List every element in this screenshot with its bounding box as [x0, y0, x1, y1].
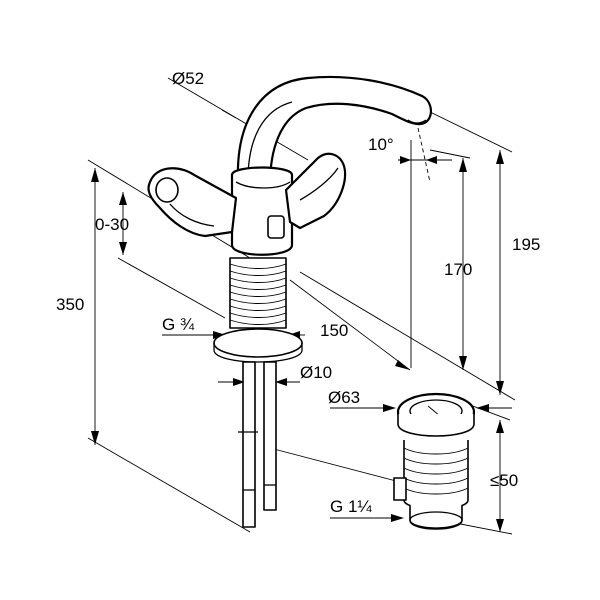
- h195-arrow-bottom: [496, 381, 504, 395]
- range-arrow-bottom: [119, 242, 127, 255]
- h170-arrow-top: [459, 158, 467, 172]
- waste-linkage-port: [393, 477, 407, 501]
- l150-arrow: [395, 360, 410, 370]
- mounting-flange: [213, 328, 303, 358]
- d52-dim-line: [221, 109, 237, 119]
- d63-left-arrow: [383, 404, 396, 412]
- base-extension-line: [299, 271, 516, 401]
- label-g114: G 1¼: [330, 497, 372, 516]
- label-h170: 170: [444, 260, 472, 279]
- label-d63: Ø63: [328, 388, 360, 407]
- label-le50: ≤50: [490, 471, 518, 490]
- right-handle: [284, 152, 347, 230]
- faucet: [147, 75, 432, 528]
- angle-ray: [417, 127, 431, 183]
- d10-left-arrow: [233, 378, 245, 386]
- h350-bottom-extension: [87, 437, 251, 533]
- label-d10: Ø10: [300, 363, 332, 382]
- label-d52: Ø52: [172, 69, 204, 88]
- flange-side: [213, 343, 303, 363]
- range-bottom-extension: [117, 257, 226, 319]
- valve-body: [230, 166, 294, 256]
- spout-outlet: [407, 119, 427, 124]
- label-h350: 350: [56, 295, 84, 314]
- angle-arrow-left: [400, 156, 411, 164]
- waste-threads: [403, 447, 469, 495]
- popup-link-line: [269, 447, 401, 483]
- outlet-extension: [429, 149, 471, 159]
- left-handle-edge: [169, 203, 215, 227]
- label-l150: 150: [320, 321, 348, 340]
- label-h195: 195: [512, 235, 540, 254]
- waste-tail-opening: [409, 511, 463, 529]
- l150-dim-line: [289, 279, 411, 371]
- range-arrow-top: [119, 192, 127, 205]
- left-handle-cap: [155, 177, 179, 203]
- d52-extension-line: [167, 77, 309, 161]
- d63-right-arrow: [476, 404, 489, 412]
- supply-tube-right: [263, 361, 277, 511]
- left-handle: [147, 167, 238, 238]
- h350-arrow-top: [91, 168, 99, 182]
- waste-flange-rim: [397, 414, 475, 437]
- h170-arrow-bottom: [459, 356, 467, 370]
- shank-threads: [229, 263, 287, 325]
- label-g34: G ¾: [162, 315, 195, 334]
- angle-arrow-right: [426, 156, 437, 164]
- g114-arrow: [391, 514, 404, 522]
- g34-arrow: [213, 331, 226, 339]
- popup-waste: [393, 392, 476, 530]
- threaded-shank: [229, 257, 287, 329]
- body-ring: [235, 181, 291, 189]
- supply-tube-left: [242, 361, 256, 528]
- d10-right-arrow: [275, 378, 287, 386]
- le50-arrow-bottom: [496, 519, 504, 532]
- h350-arrow-bottom: [91, 431, 99, 445]
- spout-top-extension: [425, 109, 513, 153]
- waste-body: [403, 440, 469, 510]
- right-handle-edge: [299, 167, 339, 201]
- label-range: 0-30: [95, 215, 129, 234]
- popup-lever: [267, 215, 285, 239]
- dimension-lines: [87, 77, 516, 535]
- dimension-labels: Ø52 10° 0-30 195 170 350 G ¾ 150 Ø10 Ø63…: [56, 69, 540, 516]
- le50-arrow-top: [496, 420, 504, 433]
- label-angle: 10°: [368, 135, 394, 154]
- h195-arrow-top: [496, 150, 504, 164]
